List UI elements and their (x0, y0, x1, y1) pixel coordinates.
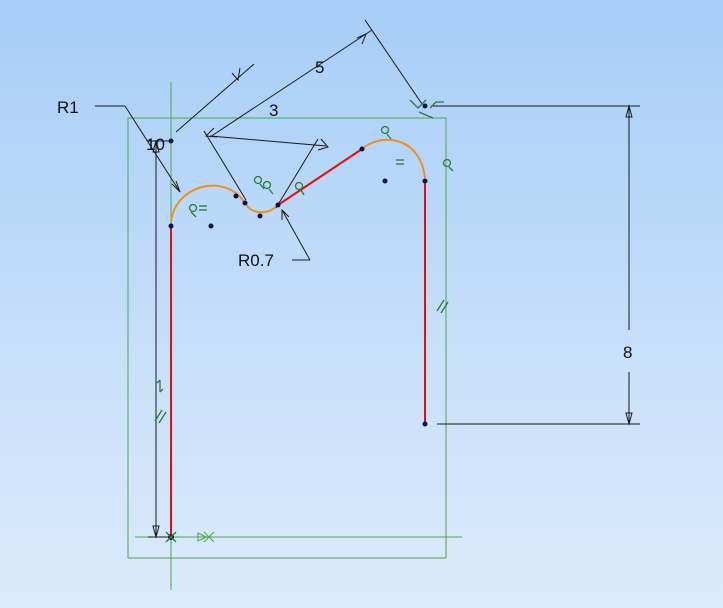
tangent-icon[interactable] (253, 175, 265, 190)
dimension-3[interactable]: 3 (203, 101, 329, 209)
dimension-label[interactable]: 5 (315, 58, 324, 77)
sketch-frame (127, 82, 462, 590)
dimension-label[interactable]: 3 (269, 101, 278, 120)
arrow-icon (317, 138, 329, 151)
point[interactable] (359, 146, 365, 152)
dimension-line (209, 135, 327, 147)
tangent-icon[interactable] (442, 158, 454, 172)
extension-line (175, 63, 255, 133)
parallel-icon[interactable] (436, 299, 449, 314)
arrow-icon (281, 208, 290, 220)
slanted-line[interactable] (277, 148, 363, 206)
tangent-icon[interactable] (188, 203, 198, 218)
leader-line (281, 209, 311, 261)
constraint-symbols (154, 99, 454, 543)
dimension-r1[interactable]: R1 (57, 98, 181, 193)
sketch-profile[interactable] (170, 138, 426, 537)
arrow-icon (171, 180, 181, 193)
arrow-icon (152, 525, 160, 539)
dimension-8[interactable]: 8 (431, 104, 640, 426)
dimension-line (209, 29, 373, 138)
arrow-icon (231, 67, 241, 82)
arrow-icon (204, 127, 218, 138)
right-arc[interactable] (361, 138, 426, 179)
point[interactable] (382, 178, 388, 184)
point[interactable] (422, 103, 428, 109)
point[interactable] (422, 178, 428, 184)
extension-line (364, 19, 423, 105)
leader-line (124, 105, 181, 193)
tangent-icon[interactable] (294, 181, 305, 196)
dimension-label[interactable]: 8 (623, 343, 632, 362)
axis-arrow-icon (197, 532, 208, 542)
dimension-5[interactable]: 5 (175, 19, 423, 138)
left-arc-r1[interactable] (170, 184, 279, 223)
vertical-icon[interactable] (156, 379, 164, 393)
point[interactable] (257, 213, 263, 219)
dimension-label[interactable]: R1 (57, 98, 79, 117)
frame-rect (127, 117, 447, 559)
dimension-10[interactable]: 10 (146, 135, 171, 539)
arrow-icon (625, 104, 633, 118)
arrow-icon (152, 139, 160, 153)
dimension-label[interactable]: 10 (146, 135, 165, 154)
point[interactable] (168, 223, 174, 229)
arrow-icon (356, 33, 367, 45)
equal-icon[interactable] (199, 205, 207, 211)
coincident-icon[interactable] (409, 99, 444, 119)
equal-icon[interactable] (396, 159, 404, 165)
dimension-r07[interactable]: R0.7 (238, 208, 311, 270)
coincident-icon[interactable] (165, 531, 177, 543)
point[interactable] (208, 223, 214, 229)
extension-line (275, 138, 319, 209)
sketch-points (168, 103, 428, 540)
extension-line (203, 130, 247, 201)
tangent-icon[interactable] (262, 180, 274, 195)
point[interactable] (242, 200, 248, 206)
point[interactable] (233, 193, 239, 199)
parallel-icon[interactable] (154, 409, 167, 424)
dimension-label[interactable]: R0.7 (238, 251, 274, 270)
arrow-icon (625, 412, 633, 426)
axis-cross-icon (203, 531, 215, 543)
tangent-icon[interactable] (380, 125, 392, 140)
point[interactable] (422, 421, 428, 427)
